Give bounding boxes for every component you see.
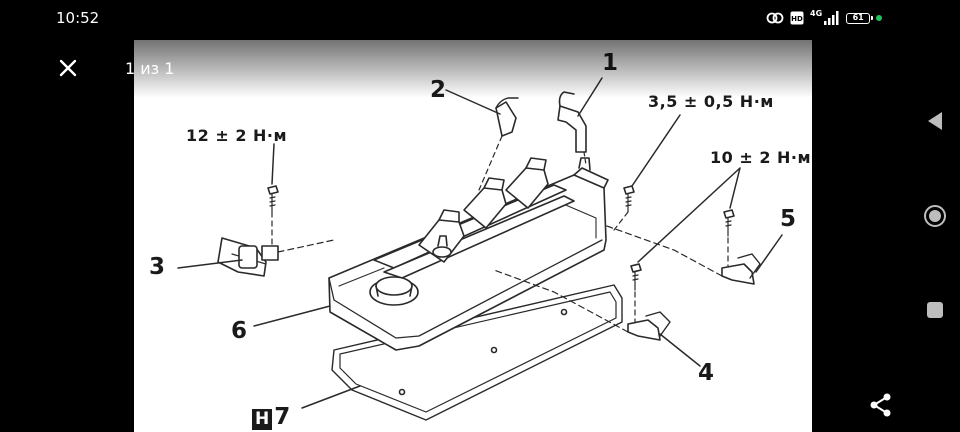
valve-cover-diagram xyxy=(177,77,783,421)
battery-icon: 61 xyxy=(846,12,874,24)
callout-6: 6 xyxy=(231,318,248,344)
close-icon xyxy=(59,59,77,77)
status-icons: HD 4G 61 xyxy=(766,9,883,27)
gasket-7 xyxy=(331,284,623,421)
torque-label-10: 10 ± 2 Н·м xyxy=(710,148,812,167)
link-icon xyxy=(766,12,784,24)
torque-label-3-5: 3,5 ± 0,5 Н·м xyxy=(648,92,774,111)
hose-1 xyxy=(557,105,587,153)
share-icon xyxy=(870,393,891,417)
recents-button[interactable] xyxy=(922,297,948,323)
callout-7-number: 7 xyxy=(274,404,291,430)
home-circle-icon xyxy=(924,205,946,227)
network-type-label: 4G xyxy=(810,9,823,18)
battery-level: 61 xyxy=(852,13,864,22)
callout-1: 1 xyxy=(602,50,619,76)
status-bar: 10:52 HD 4G 61 xyxy=(0,0,960,36)
back-triangle-icon xyxy=(928,112,942,130)
callout-5: 5 xyxy=(780,206,797,232)
home-button[interactable] xyxy=(922,203,948,229)
bracket-4 xyxy=(627,319,661,341)
recents-square-icon xyxy=(927,302,943,318)
callout-4: 4 xyxy=(698,360,715,386)
svg-text:HD: HD xyxy=(791,15,803,23)
callout-7-badge: H xyxy=(252,409,273,430)
valve-cover-6 xyxy=(328,174,607,351)
share-button[interactable] xyxy=(868,392,894,418)
signal-icon xyxy=(824,11,839,25)
bracket-5 xyxy=(721,263,755,285)
torque-label-12: 12 ± 2 Н·м xyxy=(186,126,288,145)
hose-2 xyxy=(495,101,517,137)
back-button[interactable] xyxy=(922,108,948,134)
close-button[interactable] xyxy=(56,56,80,80)
page-counter: 1 из 1 xyxy=(125,59,175,78)
callout-2: 2 xyxy=(430,77,447,103)
callout-3: 3 xyxy=(149,254,166,280)
system-nav-bar xyxy=(912,96,960,336)
volte-icon: HD xyxy=(790,11,804,25)
privacy-dot-icon xyxy=(876,15,883,21)
status-time: 10:52 xyxy=(56,9,100,27)
